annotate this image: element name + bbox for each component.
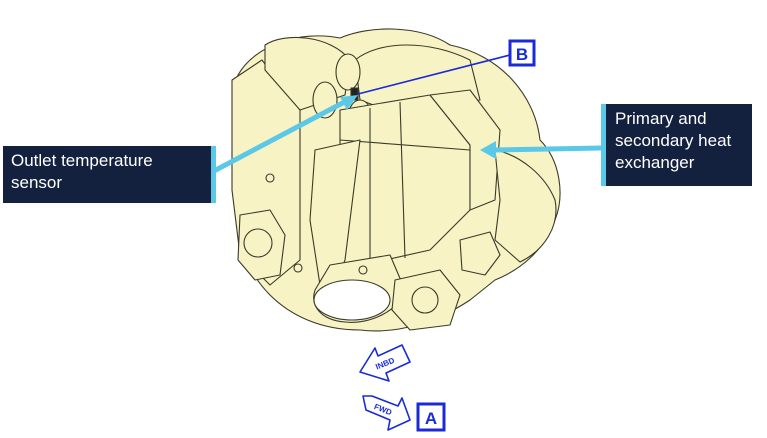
inboard-direction-arrow: INBD bbox=[359, 344, 411, 382]
leader-heat-exchanger bbox=[491, 145, 602, 153]
left-valve-disc bbox=[243, 228, 273, 258]
leader-outlet-arrowhead bbox=[340, 95, 358, 110]
view-a-label: A bbox=[425, 409, 437, 428]
right-lower-fitting bbox=[459, 231, 501, 276]
view-a-tag bbox=[416, 402, 446, 432]
detail-b-label: B bbox=[516, 45, 528, 64]
core-seam-2 bbox=[399, 101, 406, 259]
heat-exchanger-assembly bbox=[231, 28, 561, 332]
outlet-sensor-label: Outlet temperature sensor bbox=[11, 151, 153, 192]
clamp-left bbox=[335, 53, 361, 91]
core-seam-3 bbox=[339, 139, 471, 151]
right-side-duct bbox=[494, 149, 557, 263]
bolt-2 bbox=[358, 265, 368, 275]
forward-direction-arrow: FWD bbox=[362, 395, 411, 431]
outlet-temperature-sensor-callout: Outlet temperature sensor bbox=[3, 146, 216, 203]
heat-exchanger-callout: Primary and secondary heat exchanger bbox=[601, 104, 752, 186]
secondary-core bbox=[429, 89, 501, 211]
outlet-opening bbox=[313, 279, 391, 321]
bolt-3 bbox=[293, 263, 303, 273]
callout-accent-bar bbox=[211, 146, 216, 203]
callout-accent-bar bbox=[601, 104, 606, 186]
detail-b-leader bbox=[357, 54, 511, 95]
leader-outlet-sensor bbox=[210, 95, 354, 175]
detail-b-tag bbox=[508, 39, 536, 67]
leader-hx-arrowhead bbox=[480, 141, 496, 159]
bolt-1 bbox=[265, 173, 275, 183]
lower-valve-disc bbox=[411, 286, 439, 314]
heat-exchanger-label: Primary and secondary heat exchanger bbox=[615, 109, 732, 172]
